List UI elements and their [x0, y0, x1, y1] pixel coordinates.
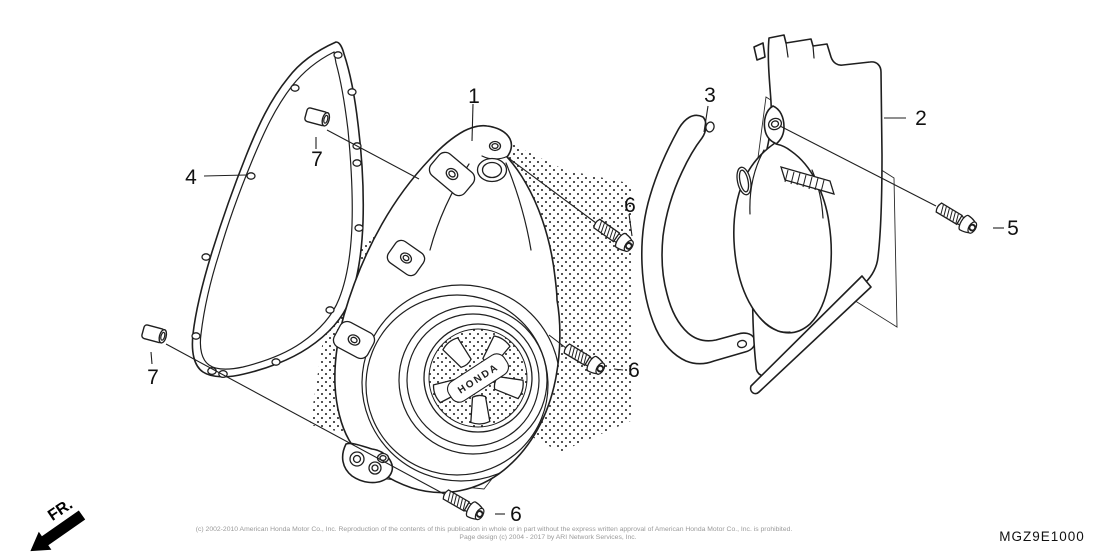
- callout-2: 2: [915, 107, 927, 130]
- cover-lower-edge-bar: [749, 275, 872, 395]
- diagram-code: MGZ9E1000: [999, 529, 1085, 544]
- cover-boss-lower-left: [332, 320, 376, 360]
- callout-7-top: 7: [311, 148, 323, 171]
- cover-boss-upper-left: [428, 151, 476, 197]
- callout-6-top: 6: [624, 194, 636, 217]
- sprocket-teeth-band: [780, 166, 835, 195]
- cover-bottom-fittings: [341, 442, 394, 484]
- inner-sprocket-cover: [733, 105, 835, 334]
- gasket-bolt-holes: [191, 51, 364, 379]
- part-2-sprocket-cover: [733, 34, 883, 395]
- cover-boss-left: [386, 239, 426, 277]
- callout-6-bottom: 6: [510, 503, 522, 526]
- part-3-sprocket-gasket: [641, 114, 756, 365]
- part-6-bolt-bottom: [439, 485, 488, 524]
- copyright-line-2: Page design (c) 2004 - 2017 by ARI Netwo…: [459, 534, 636, 541]
- callout-labels: 1 2 3 4 5 6 6 6 7 7: [147, 84, 1019, 526]
- front-direction-arrow: FR.: [30, 496, 86, 552]
- callout-5: 5: [1007, 217, 1019, 240]
- callout-7-bottom: 7: [147, 366, 159, 389]
- leader-lines: [150, 103, 1004, 515]
- part-7-dowel-pin-bottom: [140, 323, 169, 345]
- callout-3: 3: [704, 84, 716, 107]
- part-5-bolt: [932, 198, 981, 238]
- copyright-line-1: (c) 2002-2010 American Honda Motor Co., …: [196, 526, 793, 533]
- part-1-alternator-cover: HONDA: [332, 124, 561, 494]
- callout-1: 1: [468, 85, 480, 108]
- callout-6-middle: 6: [628, 359, 640, 382]
- callout-4: 4: [185, 166, 197, 189]
- connector-stub: [753, 42, 766, 61]
